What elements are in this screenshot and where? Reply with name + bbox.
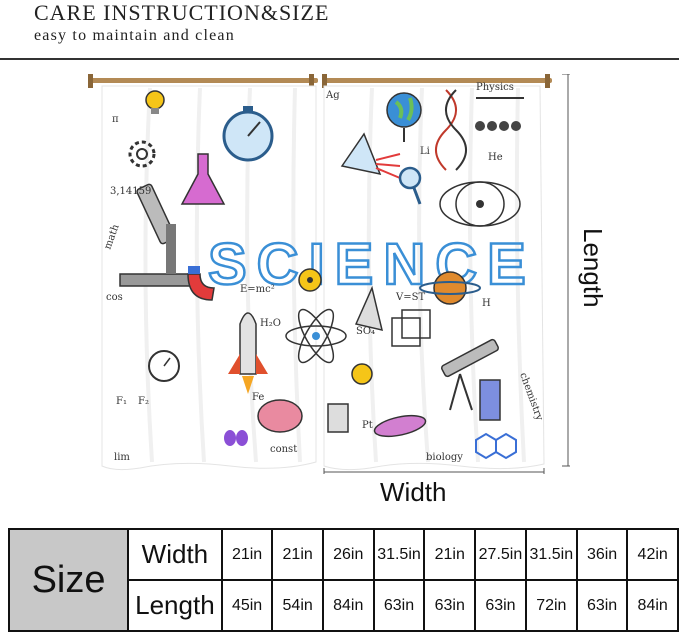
lightbulb-icon-2: [351, 363, 373, 385]
newtons-cradle-icon: [475, 97, 524, 131]
length-value: 63in: [575, 579, 629, 632]
length-value: 54in: [271, 579, 324, 632]
telescope-icon: [441, 338, 499, 411]
width-value: 27.5in: [474, 528, 527, 581]
length-row-label: Length: [127, 579, 223, 632]
curtain-rod-left: [88, 74, 318, 88]
width-value: 21in: [220, 528, 274, 581]
calculator-icon: [327, 403, 349, 433]
width-value: 21in: [423, 528, 477, 581]
doodle-word-h2o: H₂O: [260, 318, 281, 329]
doodle-word-const: const: [270, 444, 297, 455]
header-divider: [0, 58, 679, 60]
size-table: Size Width 21in 21in 26in 31.5in 21in 27…: [7, 528, 679, 632]
bacteria-icon: [373, 414, 427, 438]
table-row: Length 45in 54in 84in 63in 63in 63in 72i…: [9, 579, 679, 632]
doodle-word-lim: lim: [114, 452, 130, 463]
width-value: 31.5in: [524, 528, 578, 581]
length-value: 63in: [423, 579, 477, 632]
magnetic-field-icon: [439, 181, 521, 227]
doodle-word-so4: SO₄: [356, 326, 375, 337]
doodle-word-biology: biology: [426, 452, 463, 463]
microscope-icon: [119, 183, 191, 287]
radiation-icon: [298, 268, 322, 292]
doodle-word-f2: F₂: [138, 396, 149, 407]
width-label: Width: [380, 477, 447, 507]
gear-icon: [128, 140, 156, 168]
doodle-word-emc2: E=mc²: [240, 284, 275, 295]
doodle-word-vst: V=ST: [395, 292, 425, 303]
lightbulb-icon: [145, 90, 165, 114]
width-dimension-line: [323, 468, 545, 474]
flask-icon: [180, 153, 226, 205]
dna-icon: [435, 89, 467, 171]
cube-icon: [391, 309, 431, 347]
width-row-label: Width: [127, 528, 223, 581]
molecule-icon: [475, 432, 517, 460]
globe-icon: [386, 92, 422, 142]
doodle-word-cos: cos: [106, 292, 123, 303]
pyramid-icon: [354, 285, 384, 332]
magnifier-icon: [398, 166, 422, 205]
width-value: 21in: [271, 528, 324, 581]
length-value: 45in: [220, 579, 274, 632]
stopwatch-icon: [148, 350, 180, 382]
page-title: CARE INSTRUCTION&SIZE: [34, 0, 330, 25]
rocket-icon: [228, 312, 268, 394]
science-lettering: SCIENCE: [208, 232, 536, 297]
atom-icon: [285, 308, 347, 364]
doodle-word-fe: Fe: [252, 392, 264, 403]
doodle-word-li: Li: [420, 146, 430, 157]
width-value: 36in: [575, 528, 629, 581]
length-value: 84in: [626, 579, 679, 632]
doodle-word-physics: Physics: [476, 82, 514, 93]
length-label: Length: [578, 228, 608, 308]
table-row: Size Width 21in 21in 26in 31.5in 21in 27…: [7, 528, 679, 632]
doodle-word-he: He: [488, 152, 503, 163]
size-header-cell: Size: [7, 528, 130, 632]
page-subtitle: easy to maintain and clean: [34, 27, 235, 44]
doodle-word-pi: π: [112, 114, 119, 125]
curtain-rod-right: [322, 74, 552, 88]
curtain-product-image: SCIENCE: [88, 74, 570, 474]
length-value: 72in: [524, 579, 578, 632]
doodle-word-pt: Pt: [362, 420, 373, 431]
beaker-icon: [479, 379, 501, 421]
doodle-word-pi-digits: 3,14159: [110, 186, 151, 197]
doodle-word-h: H: [482, 298, 491, 309]
width-value: 31.5in: [372, 528, 426, 581]
brain-icon: [257, 399, 303, 433]
width-value: 42in: [626, 528, 679, 581]
butterfly-icon: [224, 430, 248, 446]
width-value: 26in: [321, 528, 375, 581]
doodle-word-ag: Ag: [325, 90, 340, 101]
compass-icon: [222, 106, 274, 162]
length-value: 63in: [372, 579, 426, 632]
length-dimension-line: [562, 74, 570, 467]
magnet-icon: [187, 266, 215, 301]
length-value: 63in: [474, 579, 527, 632]
doodle-word-f1: F₁: [116, 396, 127, 407]
prism-icon: [340, 132, 401, 179]
planet-icon: [419, 271, 481, 305]
length-value: 84in: [321, 579, 375, 632]
